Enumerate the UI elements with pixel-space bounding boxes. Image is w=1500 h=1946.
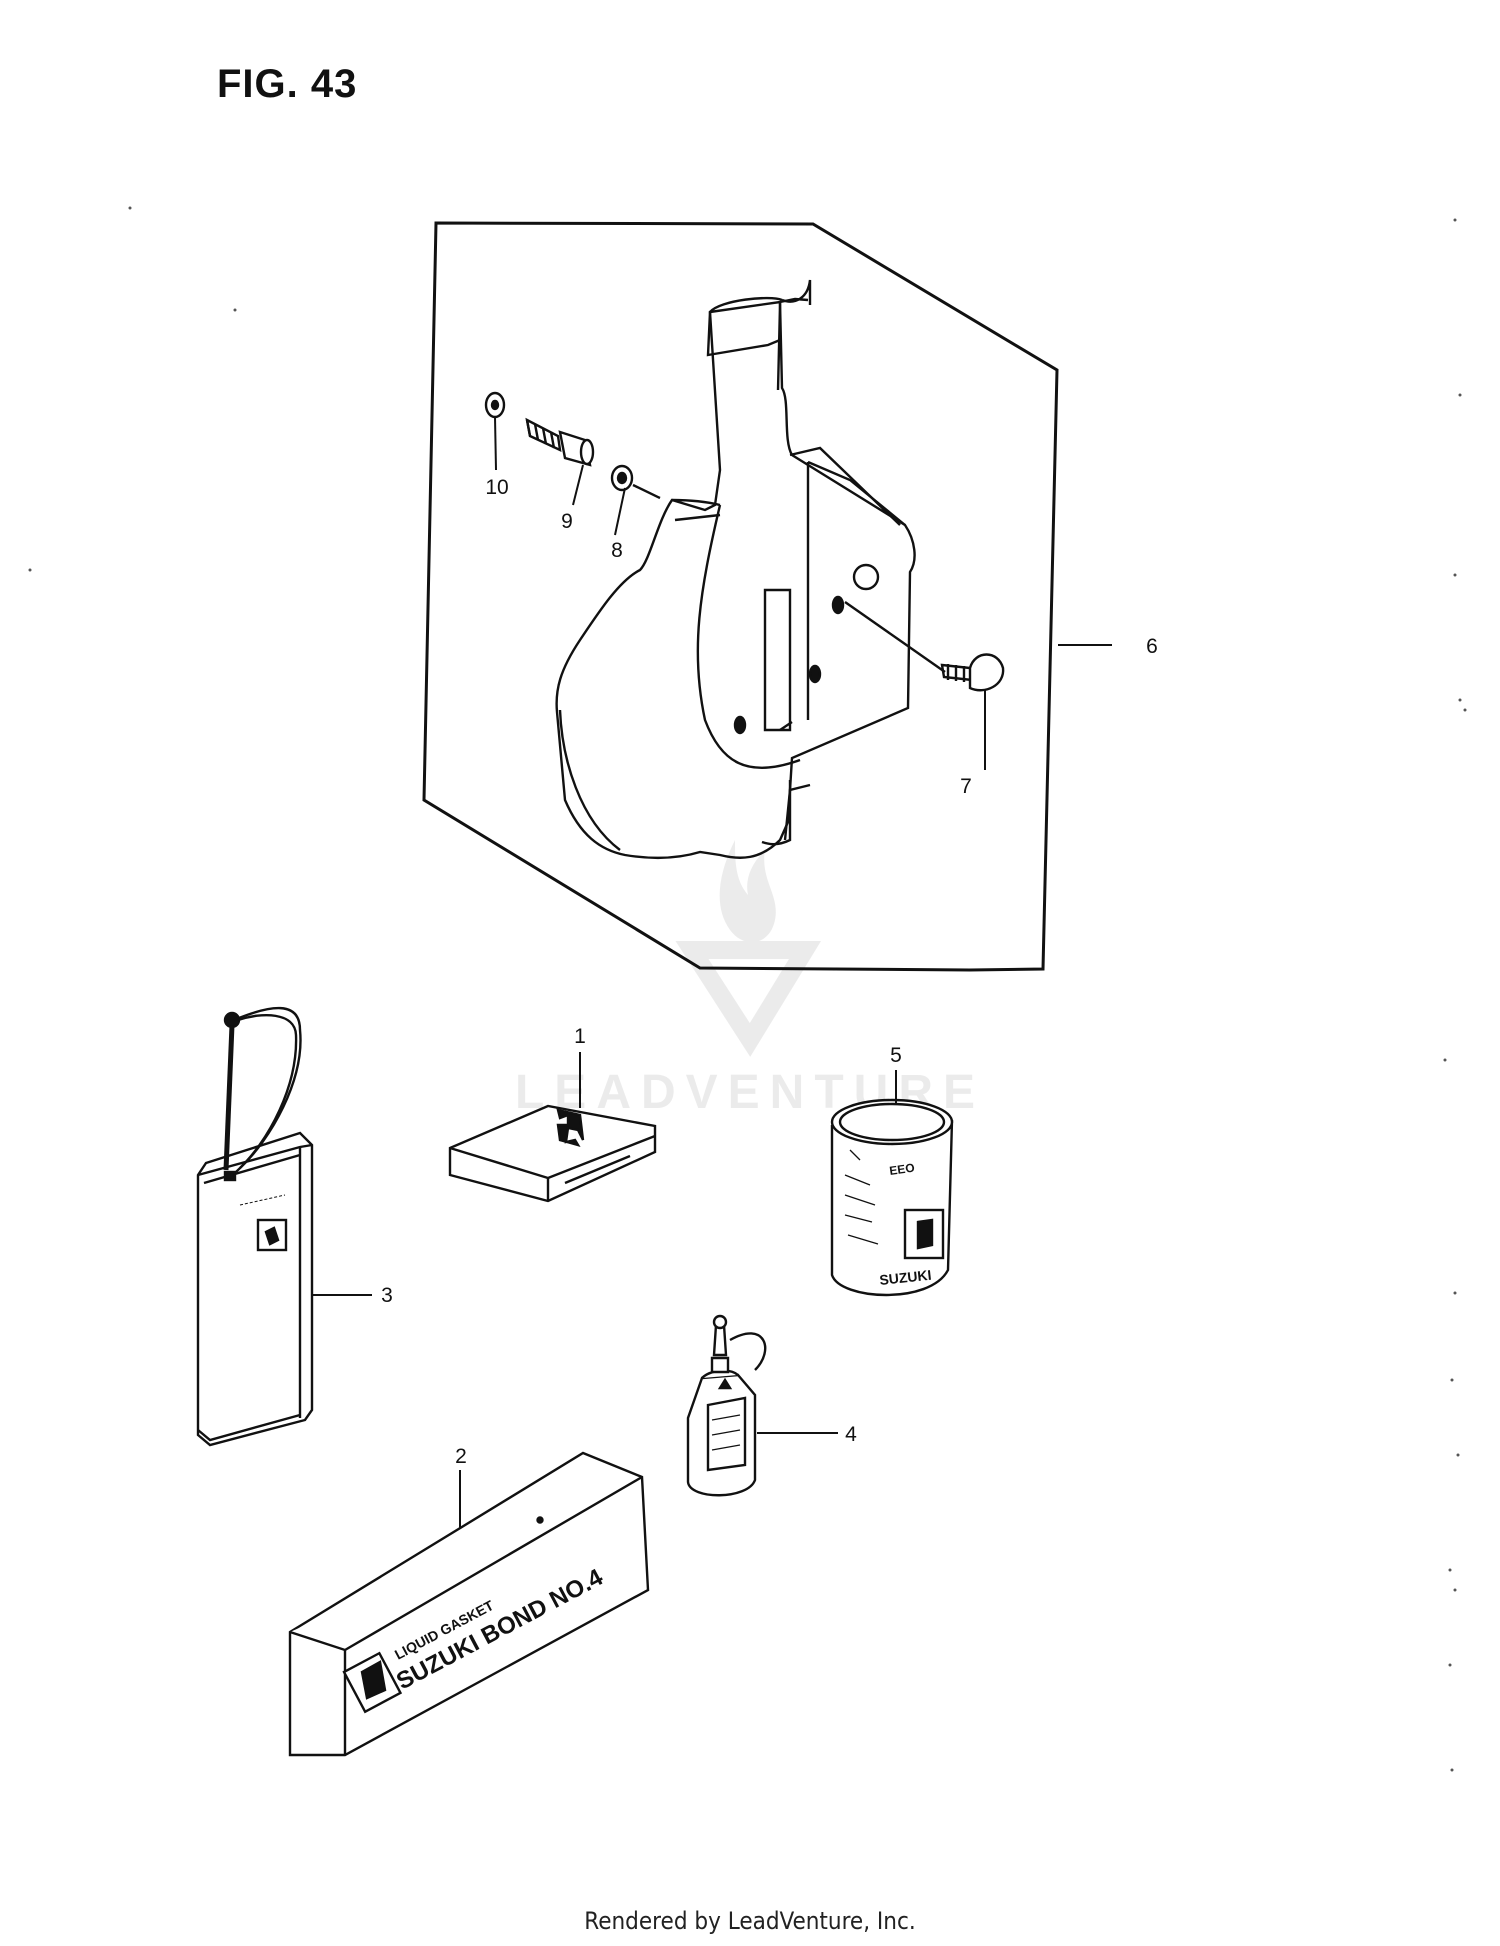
callout-8: 8 [611,539,623,562]
callout-6: 6 [1146,635,1158,658]
screw-part-7 [940,653,1005,692]
kit-boundary-outline [422,221,1059,972]
callout-9: 9 [561,510,573,533]
svg-text:EEO: EEO [888,1161,915,1178]
small-box-part-1 [448,1104,657,1203]
callout-3: 3 [381,1284,393,1307]
bottle-part-4 [686,1314,767,1497]
figure-title: FIG. 43 [217,62,358,106]
fastener-parts [484,391,1005,692]
leadventure-watermark: LEADVENTURE [515,840,975,1119]
grommet-part-8 [610,464,634,492]
bolt-part-9 [525,417,595,467]
callout-10: 10 [485,476,508,499]
oil-can-part-3 [196,1006,314,1447]
leader-lines [313,416,1112,1528]
footer-credit: Rendered by LeadVenture, Inc. [584,1907,916,1935]
callout-numbers: 1 2 3 4 5 6 7 8 9 10 [381,476,1158,1468]
tool-case-illustration [555,279,916,859]
can-part-5: EEO SUZUKI [830,1098,954,1297]
callout-4: 4 [845,1423,857,1446]
bond-box-part-2: LIQUID GASKET SUZUKI BOND NO.4 [288,1451,650,1757]
callout-2: 2 [455,1445,467,1468]
callout-7: 7 [960,775,972,798]
callout-5: 5 [890,1044,902,1067]
callout-1: 1 [574,1025,586,1048]
scan-specks [28,206,1467,1772]
can-brand-label: SUZUKI [879,1267,933,1288]
